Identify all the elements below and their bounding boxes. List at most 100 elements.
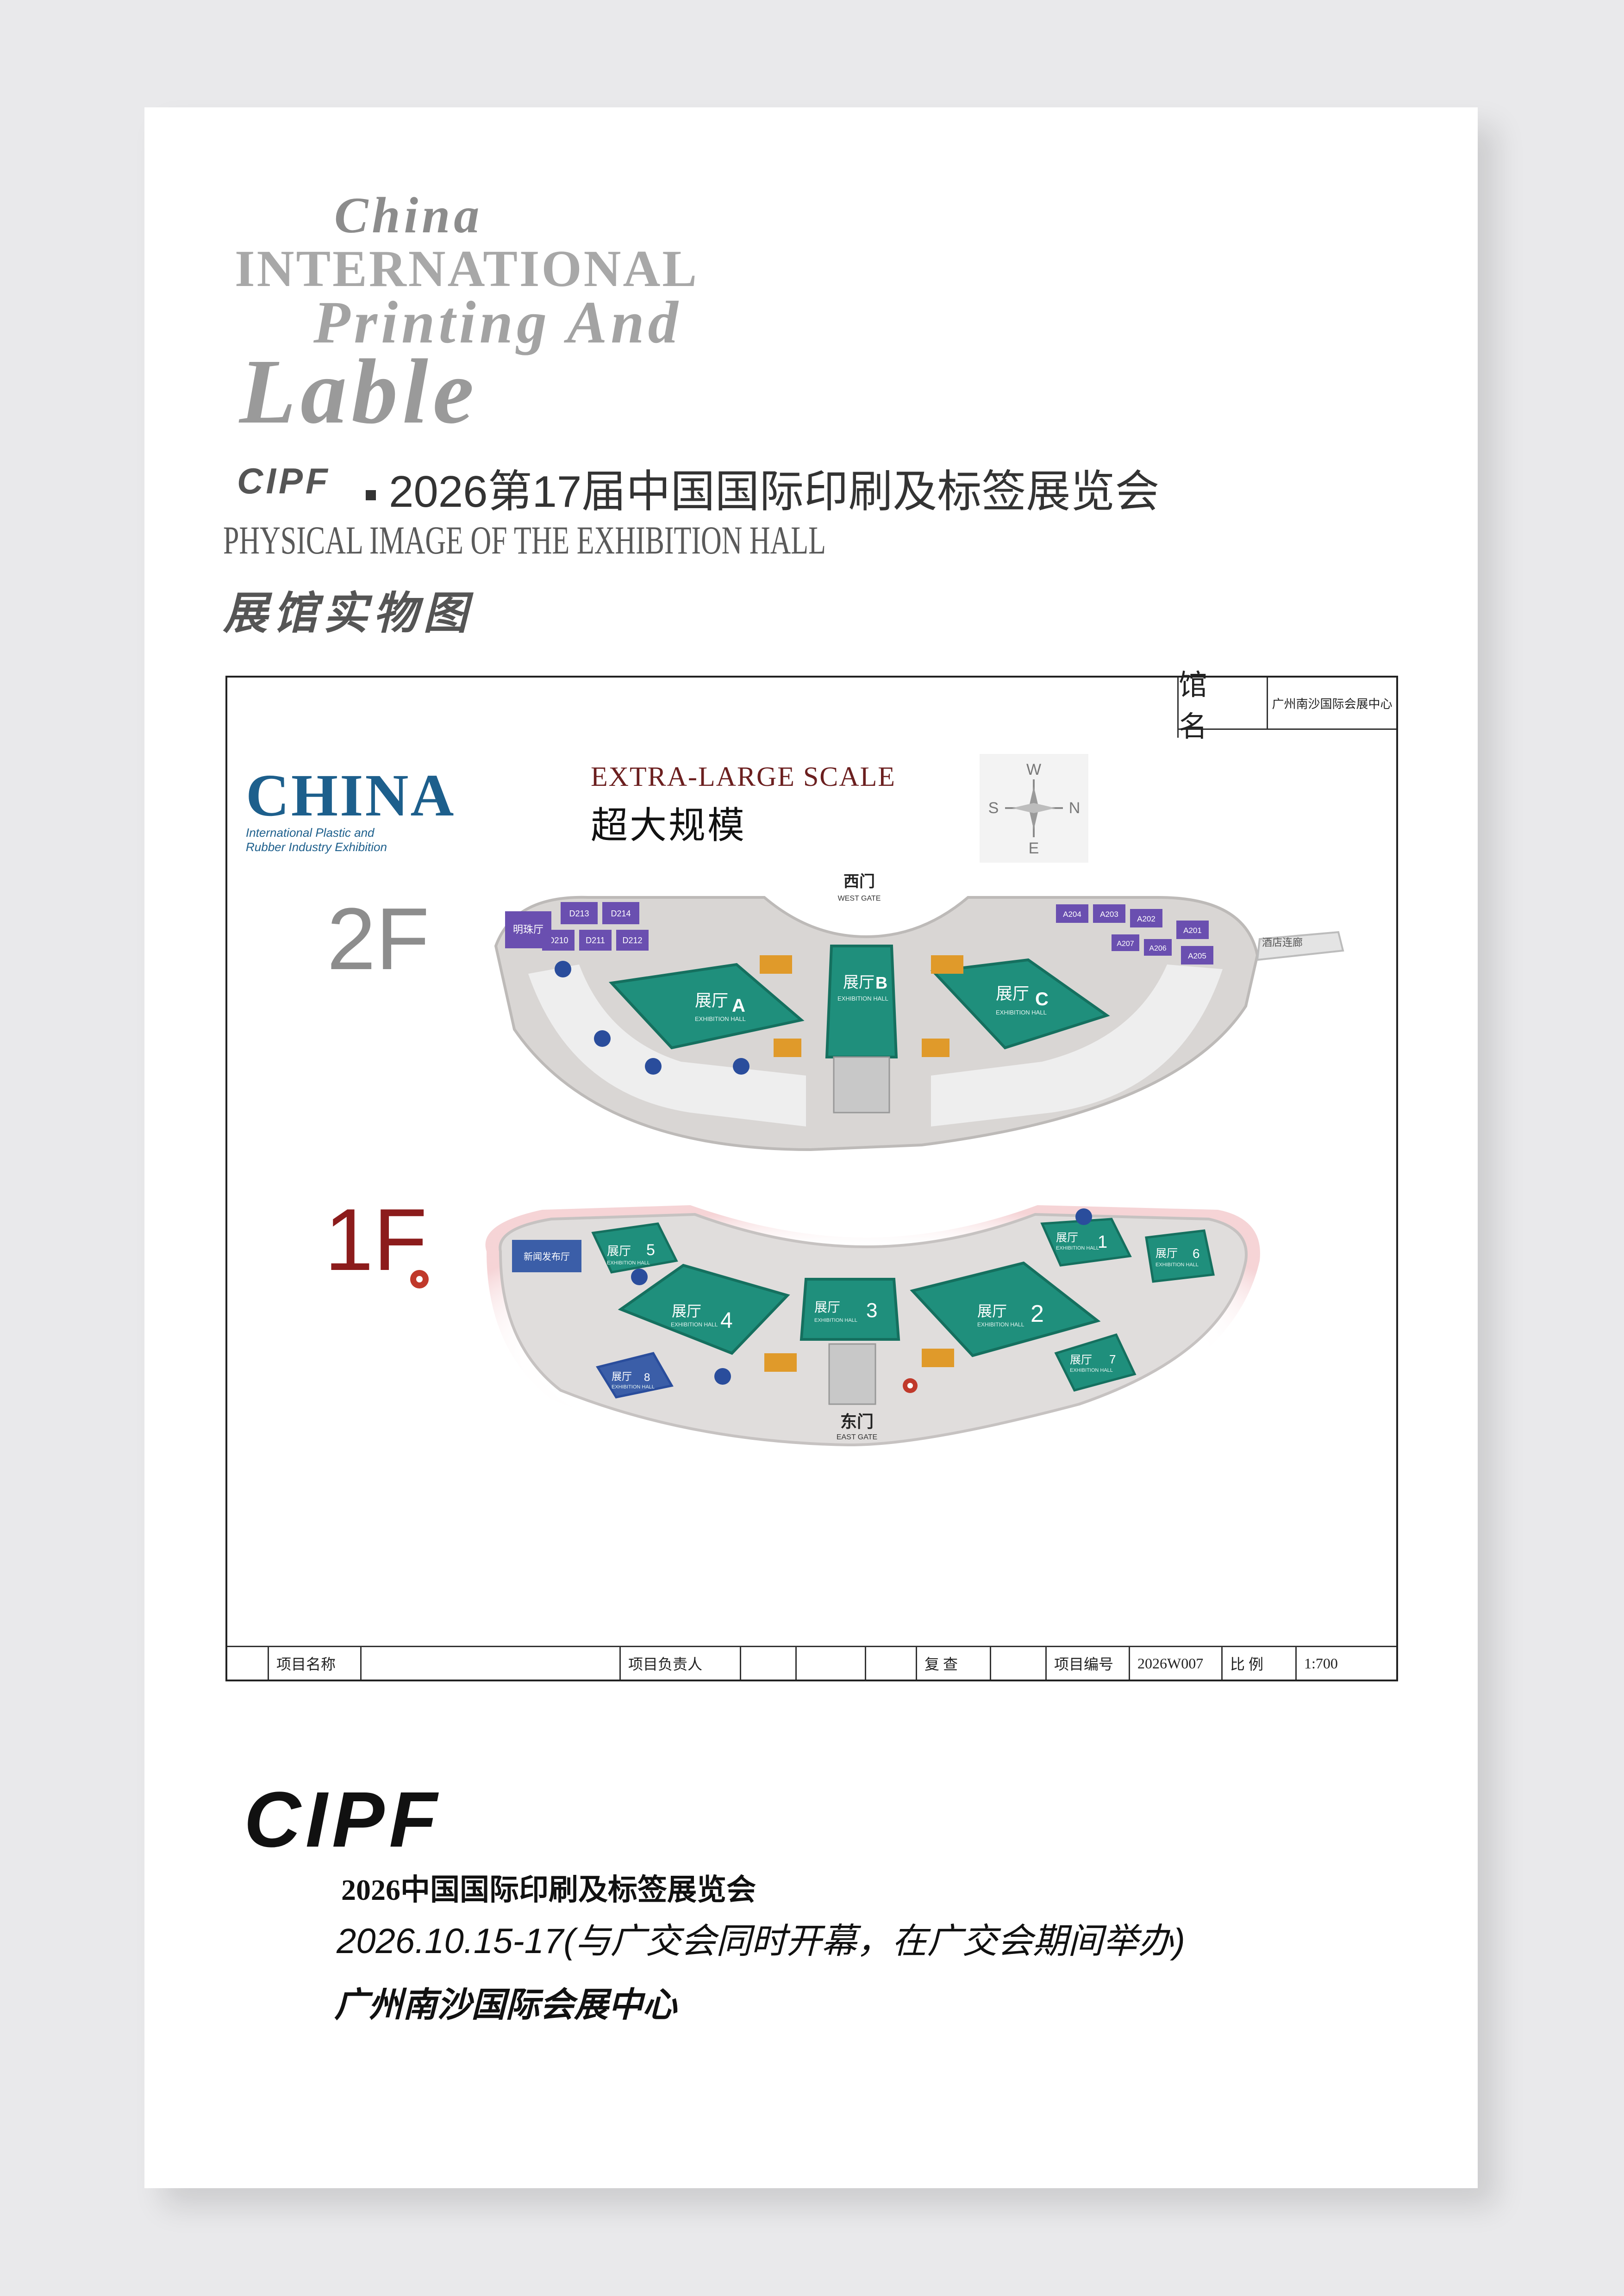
floor-plan-frame: 馆 名 广州南沙国际会展中心 CHINA International Plast… (225, 670, 1398, 1681)
svg-text:A: A (732, 996, 745, 1016)
hall-1f-3: 展厅 3 EXHIBITION HALL (800, 1278, 900, 1341)
drawing-info-row: 项目名称 项目负责人 复 查 项目编号 2026W007 比 例 1:700 (227, 1646, 1396, 1680)
project-no-value: 2026W007 (1130, 1647, 1223, 1680)
exhibition-title: 2026第17届中国国际印刷及标签展览会 (366, 455, 1159, 520)
svg-text:展厅: 展厅 (612, 1371, 632, 1382)
svg-text:EXHIBITION HALL: EXHIBITION HALL (1056, 1245, 1099, 1251)
compass-icon: W E S N (980, 754, 1088, 863)
svg-text:3: 3 (866, 1299, 877, 1322)
footer-exhibition-name: 2026中国国际印刷及标签展览会 (341, 1873, 756, 1906)
compass-top: W (1026, 761, 1041, 778)
svg-text:EXHIBITION HALL: EXHIBITION HALL (1070, 1368, 1113, 1373)
title-block-label: 馆 名 (1179, 670, 1268, 743)
hall-1f-6: 展厅 6 EXHIBITION HALL (1145, 1229, 1215, 1283)
west-gate-zh: 西门 (843, 873, 875, 890)
cell-blank-4 (866, 1647, 917, 1680)
scale-label-en: EXTRA-LARGE SCALE (591, 761, 896, 792)
svg-text:A207: A207 (1117, 940, 1134, 948)
rooms-2f-left: D213 D214 D210 D211 D212 明珠厅 (505, 902, 649, 951)
china-logo-sub-1: International Plastic and (246, 826, 375, 840)
china-logo-sub-2: Rubber Industry Exhibition (246, 840, 387, 854)
floor-label-1f: 1F (325, 1191, 427, 1289)
svg-text:4: 4 (720, 1308, 733, 1333)
title-block-value: 广州南沙国际会展中心 (1272, 697, 1393, 711)
floor-label-2f: 2F (327, 890, 430, 988)
hall-1f-4: 展厅 4 EXHIBITION HALL (618, 1263, 790, 1355)
header-printing-and: Printing And (313, 289, 682, 356)
svg-text:C: C (1035, 989, 1049, 1009)
project-name-label: 项目名称 (269, 1647, 362, 1680)
svg-text:D210: D210 (548, 936, 568, 945)
svg-text:8: 8 (644, 1371, 650, 1384)
svg-text:D214: D214 (611, 909, 631, 918)
poster-page: China INTERNATIONAL Printing And Lable C… (144, 107, 1478, 2188)
footer-venue: 广州南沙国际会展中心 (334, 1985, 677, 2024)
svg-text:展厅: 展厅 (843, 974, 874, 991)
header-lable: Lable (239, 341, 479, 443)
pearl-hall-label: 明珠厅 (513, 924, 543, 935)
svg-text:A203: A203 (1100, 910, 1118, 919)
svg-text:EXHIBITION HALL: EXHIBITION HALL (612, 1384, 655, 1390)
ratio-value: 1:700 (1304, 1655, 1338, 1672)
svg-text:A206: A206 (1149, 945, 1166, 952)
floor-plan-drawing: 2F 1F 酒店连廊 西门 WEST GATE D213 D214 D210 (325, 873, 1344, 1458)
east-gate-en: EAST GATE (837, 1433, 877, 1441)
svg-text:展厅: 展厅 (607, 1244, 631, 1258)
compass-bottom: E (1029, 840, 1039, 857)
svg-text:A202: A202 (1137, 915, 1156, 923)
svg-text:EXHIBITION HALL: EXHIBITION HALL (977, 1321, 1024, 1328)
svg-text:展厅: 展厅 (814, 1300, 840, 1314)
hotel-corridor-label: 酒店连廊 (1262, 937, 1303, 948)
compass-left: S (988, 799, 999, 817)
svg-text:EXHIBITION HALL: EXHIBITION HALL (695, 1015, 746, 1022)
svg-text:展厅: 展厅 (672, 1303, 701, 1319)
svg-text:展厅: 展厅 (1070, 1354, 1092, 1366)
svg-text:展厅: 展厅 (695, 991, 728, 1010)
cell-blank-2 (741, 1647, 797, 1680)
svg-text:展厅: 展厅 (996, 984, 1029, 1003)
hall-1f-1: 展厅 1 EXHIBITION HALL (1040, 1218, 1132, 1267)
svg-text:A204: A204 (1063, 910, 1081, 919)
title-block-divider (1177, 728, 1396, 738)
scale-label-zh: 超大规模 (591, 805, 746, 846)
svg-text:EXHIBITION HALL: EXHIBITION HALL (837, 995, 888, 1002)
header-china: China (334, 187, 483, 243)
compass-right: N (1069, 799, 1081, 817)
review-label: 复 查 (917, 1647, 991, 1680)
svg-text:D212: D212 (622, 936, 642, 945)
svg-text:A201: A201 (1183, 926, 1202, 935)
svg-text:6: 6 (1193, 1246, 1200, 1261)
title-block: 馆 名 广州南沙国际会展中心 (1177, 670, 1396, 743)
svg-text:D213: D213 (569, 909, 589, 918)
svg-text:D211: D211 (586, 936, 605, 945)
header-international: INTERNATIONAL (235, 240, 699, 298)
cipf-logo-large: CIPF (244, 1776, 442, 1864)
rooms-2f-right: A204 A203 A202 A201 A205 A206 A207 (1056, 904, 1213, 964)
hall-1f-7: 展厅 7 EXHIBITION HALL (1054, 1333, 1137, 1392)
hall-1f-8: 展厅 8 EXHIBITION HALL (596, 1352, 674, 1399)
svg-text:A205: A205 (1188, 952, 1206, 960)
press-hall-label: 新闻发布厅 (524, 1251, 570, 1262)
svg-text:B: B (875, 973, 887, 992)
exhibition-title-text: 2026第17届中国国际印刷及标签展览会 (389, 467, 1160, 516)
cell-blank-3 (797, 1647, 866, 1680)
svg-text:5: 5 (646, 1241, 655, 1259)
project-no-label: 项目编号 (1047, 1647, 1130, 1680)
svg-text:EXHIBITION HALL: EXHIBITION HALL (814, 1318, 857, 1323)
svg-text:展厅: 展厅 (1156, 1247, 1178, 1260)
physical-image-en: PHYSICAL IMAGE OF THE EXHIBITION HALL (223, 518, 826, 562)
svg-text:EXHIBITION HALL: EXHIBITION HALL (607, 1260, 650, 1266)
footer-dates: 2026.10.15-17(与广交会同时开幕，在广交会期间举办) (337, 1922, 1185, 1961)
svg-text:展厅: 展厅 (977, 1303, 1007, 1319)
svg-text:EXHIBITION HALL: EXHIBITION HALL (1156, 1262, 1199, 1268)
square-bullet-icon (366, 490, 376, 500)
svg-text:EXHIBITION HALL: EXHIBITION HALL (671, 1321, 718, 1328)
project-name-value (362, 1647, 621, 1680)
hall-1f-5: 展厅 5 EXHIBITION HALL (591, 1222, 678, 1274)
svg-text:7: 7 (1109, 1352, 1116, 1366)
hall-2f-c: 展厅 C EXHIBITION HALL (930, 958, 1110, 1050)
cell-blank-5 (991, 1647, 1047, 1680)
china-logo-text: CHINA (246, 762, 456, 829)
ratio-label: 比 例 (1223, 1647, 1297, 1680)
svg-text:2: 2 (1031, 1300, 1044, 1327)
